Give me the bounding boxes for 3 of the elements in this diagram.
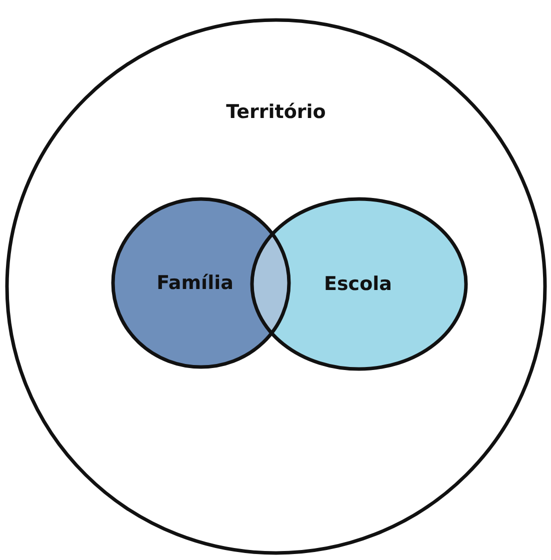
region-title: Território	[226, 101, 326, 123]
set-label: Família	[156, 272, 234, 294]
set-label: Escola	[324, 273, 392, 295]
